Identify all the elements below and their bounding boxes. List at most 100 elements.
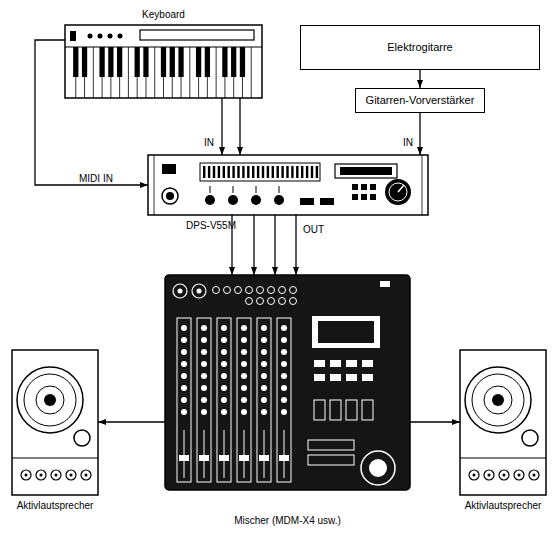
- fader-cap: [179, 455, 189, 461]
- device-box: Gitarren-Vorverstärker: [355, 88, 485, 113]
- fader-cap: [219, 455, 229, 461]
- knob: [261, 325, 267, 331]
- knob: [221, 397, 227, 403]
- keyboard: Keyboard: [65, 25, 262, 98]
- knob: [181, 409, 187, 415]
- knob: [118, 34, 123, 39]
- knob: [499, 470, 509, 480]
- jack: [246, 287, 253, 294]
- knob: [66, 470, 76, 480]
- knob-dot: [488, 474, 491, 477]
- knob: [241, 385, 247, 391]
- knob: [221, 361, 227, 367]
- connector-label: MIDI IN: [78, 173, 114, 184]
- vent: [213, 166, 215, 178]
- knob: [205, 195, 215, 205]
- connector-label: IN: [203, 137, 215, 148]
- device-box: Elektrogitarre: [300, 25, 540, 70]
- knob: [201, 325, 207, 331]
- knob: [36, 470, 46, 480]
- knob: [201, 385, 207, 391]
- black-key: [205, 47, 210, 77]
- fader-cap: [279, 455, 289, 461]
- black-key: [73, 47, 78, 77]
- key-line: [128, 47, 129, 98]
- knob: [201, 349, 207, 355]
- knob: [281, 397, 287, 403]
- fader-slot: [204, 430, 205, 478]
- vent: [242, 166, 244, 178]
- button: [346, 400, 357, 420]
- vent: [277, 166, 279, 178]
- knob: [228, 195, 238, 205]
- knob: [251, 195, 261, 205]
- knob: [261, 361, 267, 367]
- button: [361, 184, 367, 190]
- black-key: [135, 47, 140, 77]
- knob: [88, 34, 93, 39]
- vent: [311, 166, 313, 178]
- button: [352, 194, 358, 200]
- button: [362, 374, 373, 381]
- black-key: [196, 47, 201, 77]
- jack: [290, 287, 297, 294]
- jack: [268, 287, 275, 294]
- knob: [281, 349, 287, 355]
- signal-connector: [419, 70, 420, 88]
- fader-slot: [224, 430, 225, 478]
- knob: [469, 470, 479, 480]
- knob: [181, 397, 187, 403]
- knob: [221, 337, 227, 343]
- jack: [235, 287, 242, 294]
- speaker-illustration: [460, 350, 546, 495]
- knob: [181, 325, 187, 331]
- knob: [201, 361, 207, 367]
- tick: [210, 186, 211, 193]
- knob: [261, 397, 267, 403]
- vent: [257, 166, 259, 178]
- knob: [281, 373, 287, 379]
- knob: [514, 470, 524, 480]
- node-label: DPS-V55M: [186, 220, 236, 232]
- knob: [241, 325, 247, 331]
- black-key: [231, 47, 236, 77]
- black-key: [240, 47, 245, 77]
- connector-label: IN: [402, 137, 414, 148]
- black-key: [161, 47, 166, 77]
- knob: [98, 34, 103, 39]
- knob: [281, 409, 287, 415]
- key-line: [189, 47, 190, 98]
- signal-connector: [35, 40, 148, 185]
- vent: [237, 166, 239, 178]
- vent: [286, 166, 288, 178]
- signal-connector: [274, 215, 275, 275]
- channel-strip: [257, 318, 271, 482]
- button: [346, 374, 357, 381]
- knob: [221, 325, 227, 331]
- button: [314, 400, 325, 420]
- node-label: Gitarren-Vorverstärker: [366, 94, 475, 107]
- vent: [301, 166, 303, 178]
- button: [370, 194, 376, 200]
- fader-cap: [259, 455, 269, 461]
- knob-dot: [40, 474, 43, 477]
- knob-dot: [473, 474, 476, 477]
- button: [352, 184, 358, 190]
- knob: [221, 349, 227, 355]
- knob: [201, 397, 207, 403]
- node-label: Aktivlautsprecher: [465, 500, 542, 512]
- knob: [201, 373, 207, 379]
- fader-cap: [199, 455, 209, 461]
- vent: [291, 166, 293, 178]
- black-key: [143, 47, 148, 77]
- knob: [21, 470, 31, 480]
- vent: [272, 166, 274, 178]
- vent: [252, 166, 254, 178]
- jack: [268, 298, 275, 305]
- knob: [281, 337, 287, 343]
- button: [362, 400, 373, 420]
- fader-slot: [244, 430, 245, 478]
- knob: [181, 385, 187, 391]
